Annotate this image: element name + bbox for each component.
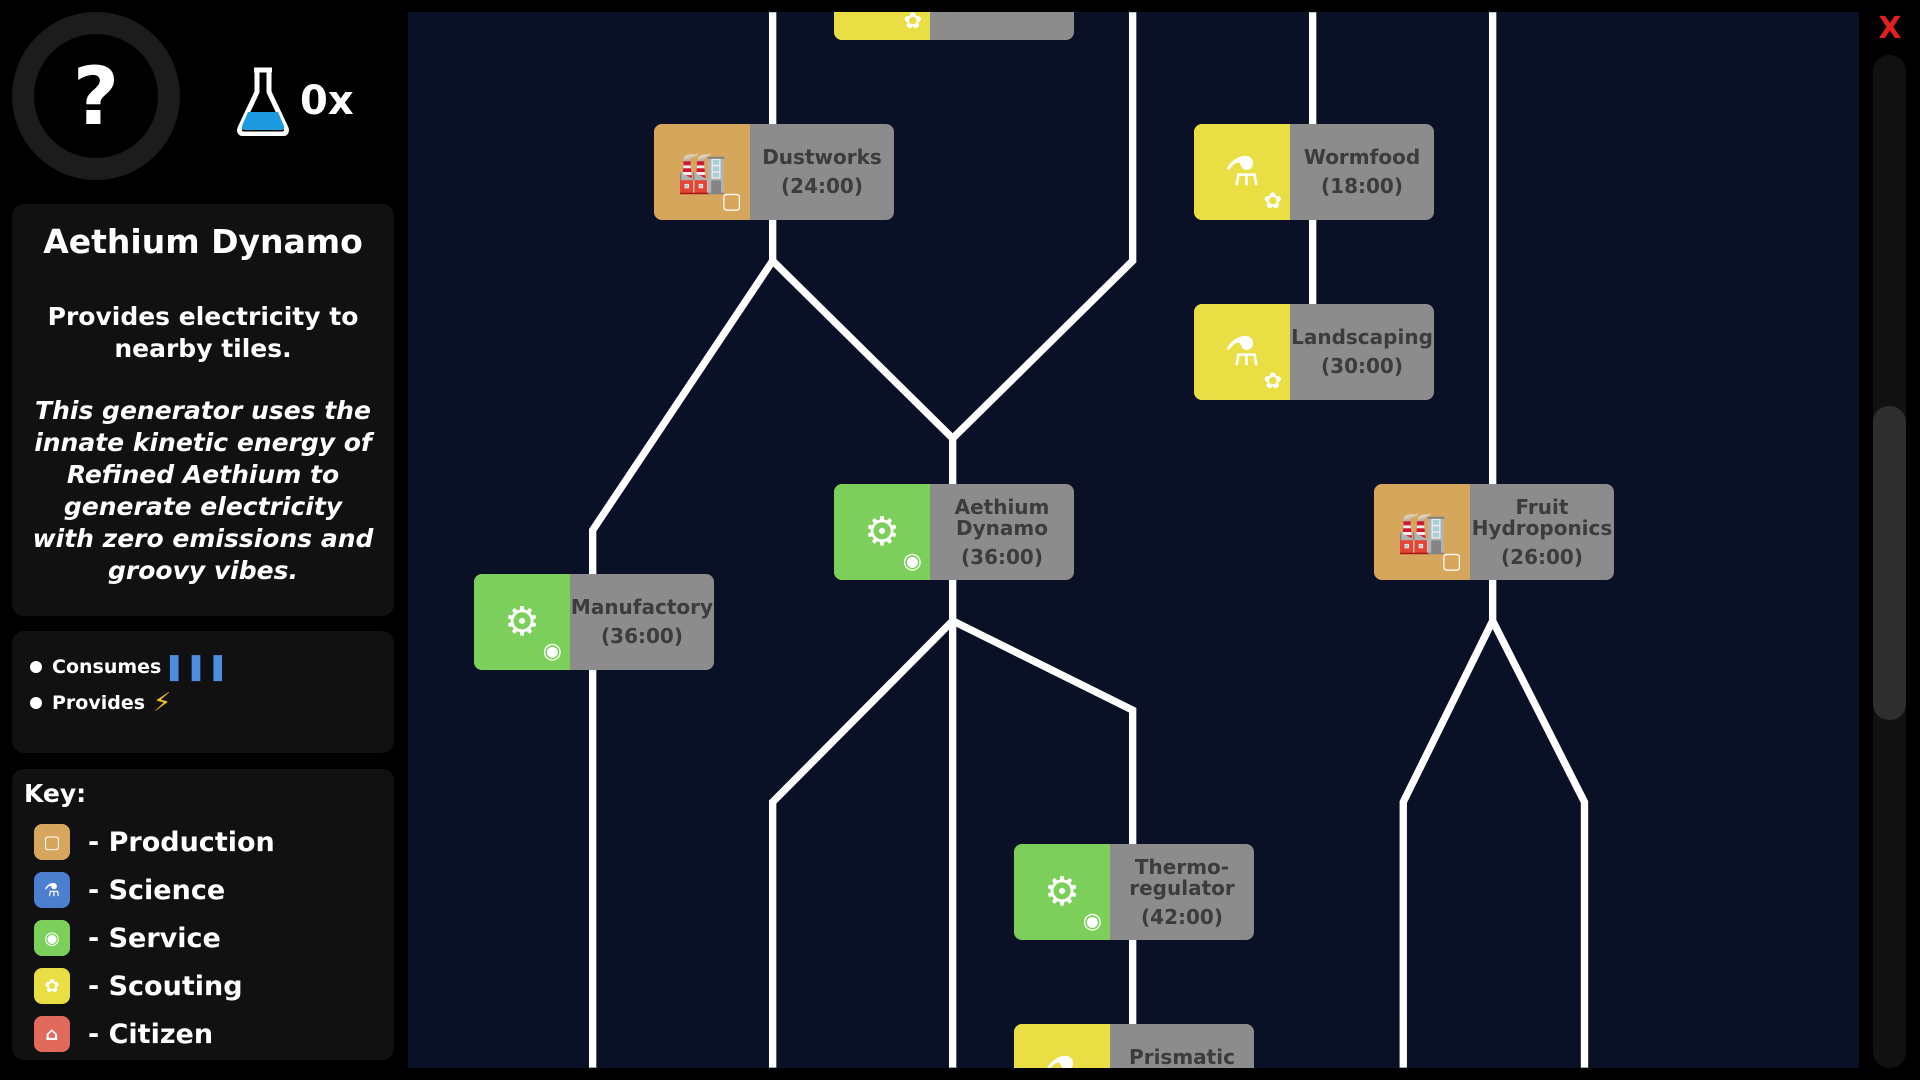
citizen-icon: ⌂ [34, 1016, 70, 1052]
tech-node[interactable]: ⚗✿ Prismatic Lens [1014, 1024, 1254, 1068]
service-tech-icon: ⚙◉ [1014, 844, 1110, 940]
key-service: ◉- Service [24, 914, 382, 962]
tech-time: (36:00) [961, 544, 1043, 569]
production-tech-icon: 🏭▢ [1374, 484, 1470, 580]
key-citizen: ⌂- Citizen [24, 1010, 382, 1058]
scouting-tech-icon: ⚗✿ [834, 9, 930, 40]
connector [768, 618, 956, 1068]
scouting-tech-icon: ⚗✿ [1194, 304, 1290, 400]
tech-time: (36:00) [601, 624, 683, 648]
science-flask-icon [237, 67, 289, 136]
resources-panel: Consumes❚❚❚ Provides⚡ [12, 631, 394, 753]
scouting-icon: ✿ [34, 968, 70, 1004]
research-count: 0x [300, 78, 354, 124]
key-scouting: ✿- Scouting [24, 962, 382, 1010]
scouting-badge-icon: ✿ [1263, 189, 1282, 214]
tech-time: (26:00) [1501, 544, 1583, 569]
service-badge-icon: ◉ [1082, 909, 1102, 934]
production-badge-icon: ▢ [1441, 549, 1462, 574]
provides-row: Provides⚡ [30, 685, 376, 721]
service-tech-icon: ⚙◉ [474, 574, 570, 670]
tech-node[interactable]: ⚗✿ Wormfood (18:00) [1194, 124, 1434, 220]
tech-name: Manufactory [570, 595, 714, 619]
tech-node[interactable]: 🏭▢Fruit Hydroponics (26:00) [1374, 484, 1614, 580]
service-badge-icon: ◉ [902, 549, 922, 574]
tech-name: Aethium Dynamo [954, 494, 1050, 540]
scrollbar-thumb[interactable] [1873, 406, 1906, 720]
tech-node[interactable]: 🏭▢ Dustworks (24:00) [654, 124, 894, 220]
tech-description: Provides electricity to nearby tiles. [47, 302, 359, 363]
tech-time: (42:00) [1141, 904, 1223, 929]
tech-name: Fruit Hydroponics [1471, 494, 1613, 540]
tech-node[interactable]: ⚙◉Manufactory (36:00) [474, 574, 714, 670]
selected-tech-title: Aethium Dynamo [43, 222, 363, 261]
consumes-row: Consumes❚❚❚ [30, 649, 376, 685]
service-tech-icon: ⚙◉ [834, 484, 930, 580]
key-panel: Key: ▢- Production ⚗- Science ◉- Service… [12, 769, 394, 1060]
connector [770, 12, 1137, 444]
tech-flavor-text: This generator uses the innate kinetic e… [32, 396, 374, 585]
production-badge-icon: ▢ [721, 189, 742, 214]
connector [1399, 12, 1589, 1068]
aethium-crystal-icon: ❚❚❚ [163, 652, 229, 682]
tech-node[interactable]: ⚗✿Landscaping (30:00) [1194, 304, 1434, 400]
tech-node[interactable]: ⚗✿(18:00) [834, 9, 1074, 40]
science-icon: ⚗ [34, 872, 70, 908]
connector [951, 617, 1137, 1068]
scouting-tech-icon: ⚗✿ [1194, 124, 1290, 220]
tech-name: Wormfood [1303, 145, 1421, 169]
key-title: Key: [24, 779, 87, 808]
tech-time: (24:00) [781, 174, 863, 198]
tech-name: Landscaping [1291, 325, 1433, 349]
service-badge-icon: ◉ [542, 639, 562, 664]
question-mark-icon: ? [72, 49, 120, 143]
info-panel: Aethium Dynamo Provides electricity to n… [12, 204, 394, 616]
tech-name: Thermo-regulator [1129, 854, 1235, 900]
tech-name: Dustworks [762, 145, 882, 169]
tech-time: (18:00) [1321, 174, 1403, 198]
scouting-badge-icon: ✿ [903, 9, 922, 34]
lightning-icon: ⚡ [153, 688, 172, 718]
production-icon: ▢ [34, 824, 70, 860]
production-tech-icon: 🏭▢ [654, 124, 750, 220]
key-science: ⚗- Science [24, 866, 382, 914]
service-icon: ◉ [34, 920, 70, 956]
tech-node[interactable]: ⚙◉ Aethium Dynamo (36:00) [834, 484, 1074, 580]
scouting-badge-icon: ✿ [1263, 369, 1282, 394]
tech-time: (30:00) [1321, 354, 1403, 378]
close-button[interactable]: X [1878, 11, 1902, 46]
tech-name: Prismatic Lens [1129, 1045, 1235, 1069]
scouting-tech-icon: ⚗✿ [1014, 1024, 1110, 1068]
tech-node[interactable]: ⚙◉ Thermo-regulator (42:00) [1014, 844, 1254, 940]
key-production: ▢- Production [24, 818, 382, 866]
